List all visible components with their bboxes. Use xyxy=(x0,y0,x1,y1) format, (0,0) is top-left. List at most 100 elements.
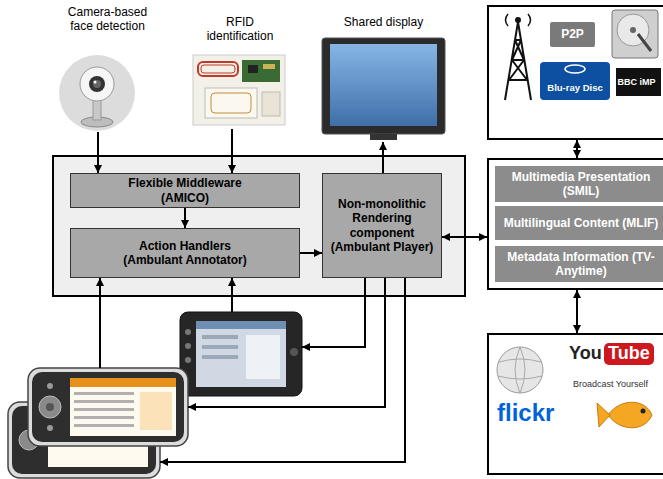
device-icon xyxy=(28,368,188,446)
antenna-waves xyxy=(506,14,531,26)
web-source-panel: YouTubeBroadcast Yourself flickr xyxy=(487,333,663,475)
babelfish-tail xyxy=(597,403,610,427)
connector-arrow xyxy=(576,290,578,333)
wikipedia-globe xyxy=(497,347,543,393)
device-icon xyxy=(180,312,302,396)
process-box: Action Handlers (Ambulant Annotator) xyxy=(70,228,300,278)
umpc-ui-pane xyxy=(246,335,280,379)
tv-screen xyxy=(330,44,437,126)
source-panel: P2P Blu-ray Disc BBC iMP xyxy=(487,5,663,140)
node-label: Action Handlers (Ambulant Annotator) xyxy=(110,239,260,268)
tablet-ui-row xyxy=(74,416,134,419)
connector-arrow xyxy=(300,252,322,254)
format-band: Metadata Information (TV-Anytime) xyxy=(495,246,663,282)
webcam-backdrop xyxy=(59,55,135,131)
display-icon: Shared display xyxy=(320,12,447,142)
tv-stand xyxy=(370,134,397,140)
node-label: BBC iMP xyxy=(618,77,656,88)
text-slot: BBC iMP xyxy=(614,68,659,96)
tablet-device xyxy=(28,368,188,446)
webcam-head xyxy=(80,67,114,101)
tablet-ui-row xyxy=(74,424,134,427)
node-label: Blu-ray Disc xyxy=(547,82,602,93)
connector-arrow xyxy=(231,129,233,173)
umpc-stick xyxy=(290,348,298,356)
node-label: Metadata Information (TV-Anytime) xyxy=(501,250,661,279)
p2p-badge xyxy=(550,22,595,47)
format-container: Multimedia Presentation (SMIL) Multilingu… xyxy=(487,158,663,290)
text-slot: Blu-ray Disc xyxy=(540,76,610,100)
tablet-button xyxy=(47,425,53,431)
babelfish-eye xyxy=(641,409,646,414)
umpc-button xyxy=(185,329,191,335)
node-label: P2P xyxy=(561,27,584,41)
antenna-tip xyxy=(515,17,521,23)
connector-arrow xyxy=(382,142,384,173)
text-slot: Tube xyxy=(604,343,654,365)
hard-disk-icon xyxy=(612,10,658,58)
tablet-dpad-center xyxy=(46,403,54,411)
connector-arrow xyxy=(99,278,101,368)
umpc-button xyxy=(185,343,191,349)
connector-arrow xyxy=(188,278,385,407)
sensor-icon: RFID identification xyxy=(190,12,290,129)
node-label: You xyxy=(569,343,602,365)
rfid-board xyxy=(242,60,280,82)
hard-disk-spindle xyxy=(630,27,636,33)
bluray-logo xyxy=(540,62,610,100)
process-box: Flexible Middleware (AMICO) xyxy=(70,173,300,208)
umpc-titlebar xyxy=(196,321,286,329)
webcam-neck xyxy=(93,100,101,120)
tablet-rim xyxy=(32,372,184,442)
format-band: Multilingual Content (MLIF) xyxy=(495,206,663,240)
text-slot: Broadcast Yourself xyxy=(573,379,648,390)
wikipedia-globe-pieces xyxy=(498,347,542,393)
rfid-coil xyxy=(198,62,238,76)
tablet-button xyxy=(47,383,53,389)
format-band: Multimedia Presentation (SMIL) xyxy=(495,166,663,202)
process-box: Non-monolithic Rendering component (Ambu… xyxy=(322,173,442,278)
rfid-card xyxy=(205,88,257,118)
text-slot: You xyxy=(569,343,602,365)
bluray-disc-mark xyxy=(565,65,585,73)
rfid-coil-inner xyxy=(201,65,235,73)
rfid-photo xyxy=(193,55,285,125)
connector-arrow xyxy=(576,140,578,158)
device-icon xyxy=(8,402,160,478)
tablet-ui-row xyxy=(74,392,134,395)
umpc-ui-row xyxy=(202,335,238,339)
container-fill xyxy=(53,156,465,296)
node-label: Multilingual Content (MLIF) xyxy=(504,216,659,230)
umpc-ui-row xyxy=(202,345,238,349)
node-label: Multimedia Presentation (SMIL) xyxy=(501,170,661,199)
umpc-button xyxy=(185,357,191,363)
tv-frame xyxy=(322,38,445,134)
tablet-dpad xyxy=(39,396,61,418)
connector-arrow xyxy=(231,278,233,312)
node-label: flickr xyxy=(497,399,554,428)
rfid-chip xyxy=(248,65,258,73)
umpc-device xyxy=(180,312,302,396)
tablet-ui-row xyxy=(74,400,134,403)
node-label: Camera-based face detection xyxy=(60,5,155,34)
webcam-glint xyxy=(94,81,97,84)
system-container: Flexible Middleware (AMICO) Action Handle… xyxy=(52,155,466,297)
tablet-ui-pane xyxy=(140,392,172,430)
node-label: Flexible Middleware (AMICO) xyxy=(115,176,255,205)
babelfish-icon xyxy=(608,402,652,428)
rfid-tag xyxy=(262,92,280,116)
webcam-lens-inner xyxy=(93,80,101,88)
tablet-ui-row xyxy=(74,408,134,411)
text-slot: P2P xyxy=(550,22,595,47)
webcam-lens xyxy=(89,76,105,92)
node-label: Tube xyxy=(604,343,654,365)
node-label: RFID identification xyxy=(200,15,280,44)
node-label: Non-monolithic Rendering component (Ambu… xyxy=(327,197,437,255)
connector-arrow xyxy=(302,278,365,347)
sensor-icon: Camera-based face detection xyxy=(45,2,170,132)
connector-arrow xyxy=(160,278,405,462)
tablet-screen xyxy=(70,378,176,436)
umpc-screen xyxy=(196,321,286,387)
hard-disk-arm xyxy=(638,34,651,51)
